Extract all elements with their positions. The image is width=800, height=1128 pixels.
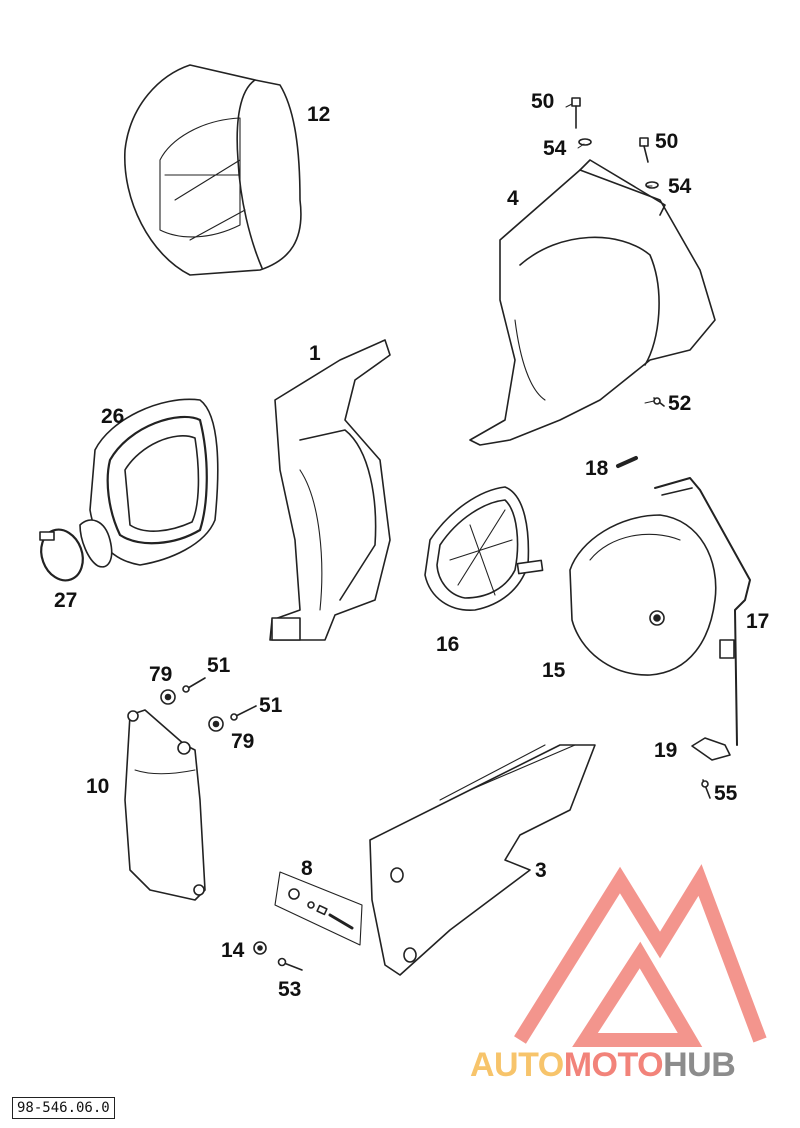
callout-10: 10: [86, 775, 110, 798]
fastener-screw-50a: [571, 97, 592, 146]
callout-8: 8: [301, 857, 313, 880]
part-airbox-shroud: [469, 159, 716, 446]
callout-55: 55: [714, 782, 738, 805]
callout-54-right: 54: [668, 175, 692, 198]
fastener-nut-14: [253, 941, 267, 955]
part-filter-cage: [424, 486, 544, 611]
callout-12: 12: [307, 103, 331, 126]
callout-19: 19: [654, 739, 678, 762]
part-filter-holder: [654, 477, 751, 746]
fastener-screw-51a: [182, 677, 206, 693]
fastener-screw-55: [701, 779, 711, 799]
callout-50-upper: 50: [531, 90, 555, 113]
callout-16: 16: [436, 633, 460, 656]
part-pin: [616, 456, 638, 468]
part-side-panel: [369, 744, 596, 976]
part-airbox-frame: [269, 339, 391, 641]
callout-27: 27: [54, 589, 78, 612]
callout-51-upper: 51: [207, 654, 231, 677]
callout-4: 4: [507, 187, 519, 210]
fastener-grommet-79a: [160, 689, 176, 705]
fastener-screw-53: [277, 957, 303, 971]
leader-lines: [565, 103, 655, 404]
brand-word-moto: MOTO: [563, 1046, 664, 1084]
fastener-screw-52: [653, 397, 665, 407]
brand-word-hub: HUB: [663, 1046, 736, 1084]
part-fastener-kit: [274, 871, 363, 946]
callout-51-lower: 51: [259, 694, 283, 717]
part-airbox-cover: [124, 64, 302, 276]
part-hose-clamp: [39, 528, 84, 582]
part-intake-boot: [79, 398, 219, 568]
callout-3: 3: [535, 859, 547, 882]
callout-17: 17: [746, 610, 770, 633]
callout-79-lower: 79: [231, 730, 255, 753]
fastener-screw-51b: [230, 705, 257, 721]
brand-word-auto: AUTO: [470, 1046, 564, 1084]
callout-14: 14: [221, 939, 245, 962]
callout-54-upper: 54: [543, 137, 567, 160]
callout-79-upper: 79: [149, 663, 173, 686]
part-air-filter: [569, 514, 717, 676]
callout-52: 52: [668, 392, 692, 415]
callout-53: 53: [278, 978, 302, 1001]
callout-50-right: 50: [655, 130, 679, 153]
watermark-logo: [514, 864, 767, 1047]
callout-18: 18: [585, 457, 609, 480]
callout-15: 15: [542, 659, 566, 682]
part-left-cover: [124, 709, 206, 901]
callout-26: 26: [101, 405, 125, 428]
document-number: 98-546.06.0: [12, 1097, 115, 1119]
part-clip: [691, 737, 731, 761]
watermark-brand: AUTOMOTOHUB: [470, 1046, 736, 1086]
fastener-grommet-79b: [208, 716, 224, 732]
callout-1: 1: [309, 342, 321, 365]
